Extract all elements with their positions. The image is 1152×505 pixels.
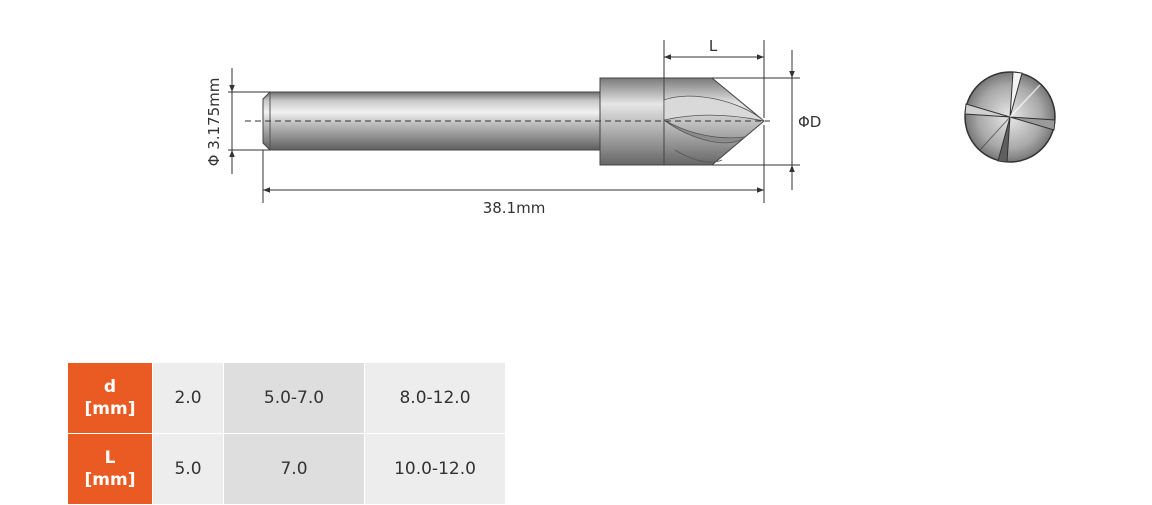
row-header-name: d (103, 377, 117, 397)
row-header-d: d [mm] (67, 362, 153, 434)
cutting-diameter-label: ΦD (798, 113, 821, 131)
table-cell: 5.0 (152, 433, 224, 505)
flute-length-dimension (663, 40, 765, 118)
table-cell: 8.0-12.0 (364, 362, 506, 434)
shank-diameter-dimension (228, 68, 270, 174)
table-row: L [mm] 5.0 7.0 10.0-12.0 (67, 433, 506, 505)
table-cell: 7.0 (223, 433, 365, 505)
row-header-name: L (104, 448, 116, 468)
shank-diameter-label: Φ 3.175mm (205, 78, 223, 167)
table-row: d [mm] 2.0 5.0-7.0 8.0-12.0 (67, 362, 506, 434)
table-cell: 2.0 (152, 362, 224, 434)
overall-length-dimension (262, 125, 765, 203)
end-view (964, 71, 1056, 163)
countersink-technical-drawing: Φ 3.175mm 38.1mm L ΦD (205, 37, 1056, 217)
spec-table: d [mm] 2.0 5.0-7.0 8.0-12.0 L [mm] 5.0 7… (67, 362, 506, 505)
table-cell: 5.0-7.0 (223, 362, 365, 434)
cutting-diameter-dimension (712, 50, 800, 190)
row-header-unit: [mm] (84, 399, 136, 419)
overall-length-label: 38.1mm (483, 199, 546, 217)
cutting-head (663, 77, 766, 166)
row-header-l: L [mm] (67, 433, 153, 505)
table-cell: 10.0-12.0 (364, 433, 506, 505)
row-header-unit: [mm] (84, 470, 136, 490)
flute-length-label: L (709, 37, 718, 55)
